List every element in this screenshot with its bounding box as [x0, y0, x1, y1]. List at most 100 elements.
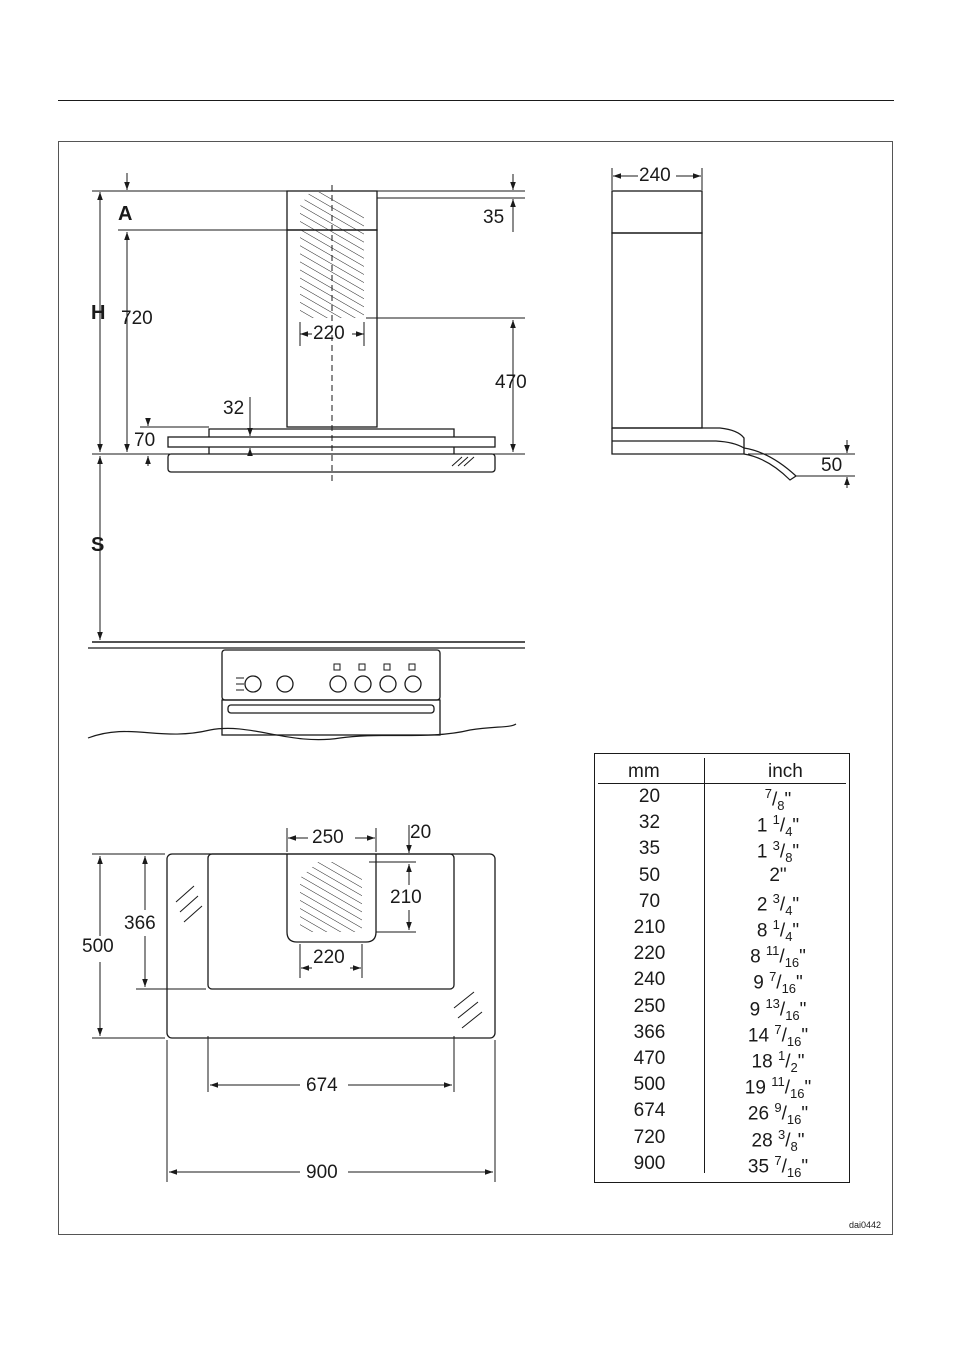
dim-220-front: 220: [313, 324, 345, 344]
inch-whole: 28: [752, 1130, 773, 1151]
cell-inch: 35 7/16": [705, 1153, 851, 1180]
table-row: 50019 11/16": [595, 1072, 851, 1098]
cell-mm: 470: [595, 1048, 704, 1070]
dim-240: 240: [639, 166, 671, 186]
cell-mm: 35: [595, 838, 704, 860]
dim-720: 720: [121, 309, 153, 329]
inch-whole: 35: [748, 1156, 769, 1177]
inch-numerator: 1: [773, 917, 780, 932]
inch-numerator: 1: [778, 1048, 785, 1063]
cell-mm: 32: [595, 812, 704, 834]
cell-inch: 18 1/2": [705, 1048, 851, 1075]
dim-470: 470: [495, 373, 527, 393]
cell-mm: 720: [595, 1127, 704, 1149]
cell-inch: 1 3/8": [705, 838, 851, 865]
cell-inch: 8 11/16": [705, 943, 851, 970]
inch-numerator: 13: [765, 996, 779, 1011]
inch-whole: 26: [748, 1104, 769, 1125]
inch-whole: 19: [745, 1078, 766, 1099]
cooker-illustration: [88, 648, 525, 740]
cell-mm: 900: [595, 1153, 704, 1175]
cell-inch: 9 7/16": [705, 969, 851, 996]
cell-inch: 2 3/4": [705, 891, 851, 918]
cell-inch: 26 9/16": [705, 1100, 851, 1127]
dim-50: 50: [821, 456, 842, 476]
inch-numerator: 7: [769, 969, 776, 984]
inch-numerator: 11: [771, 1074, 785, 1089]
dim-500: 500: [82, 937, 114, 957]
inch-numerator: 3: [778, 1127, 785, 1142]
inch-whole: 1: [757, 842, 768, 863]
inch-numerator: 11: [766, 943, 780, 958]
cell-mm: 366: [595, 1022, 704, 1044]
dim-32: 32: [223, 399, 244, 419]
cell-mm: 250: [595, 996, 704, 1018]
inch-numerator: 1: [773, 812, 780, 827]
inch-whole: 14: [748, 1025, 769, 1046]
dim-220-top: 220: [313, 948, 345, 968]
inch-whole: 9: [750, 999, 761, 1020]
cell-mm: 674: [595, 1100, 704, 1122]
dim-70: 70: [134, 431, 155, 451]
dim-35: 35: [483, 208, 504, 228]
cell-inch: 28 3/8": [705, 1127, 851, 1154]
inch-numerator: 7: [765, 786, 772, 801]
dim-674: 674: [306, 1076, 338, 1096]
inch-numerator: 7: [774, 1022, 781, 1037]
dim-900: 900: [306, 1163, 338, 1183]
cell-inch: 2": [705, 865, 851, 887]
inch-numerator: 9: [774, 1100, 781, 1115]
cell-inch: 1 1/4": [705, 812, 851, 839]
label-A: A: [118, 204, 132, 224]
cell-mm: 500: [595, 1074, 704, 1096]
side-view-hood: [612, 191, 796, 480]
cell-inch: 7/8": [705, 786, 851, 813]
table-row: 20 7/8": [595, 784, 851, 810]
cell-inch: 19 11/16": [705, 1074, 851, 1101]
dim-210: 210: [390, 888, 422, 908]
table-header: mm inch: [598, 757, 846, 784]
inch-whole: 9: [753, 973, 764, 994]
inch-numerator: 3: [773, 891, 780, 906]
label-S: S: [91, 535, 104, 555]
inch-whole: 2: [757, 894, 768, 915]
header-inch: inch: [768, 761, 803, 783]
cell-inch: 14 7/16": [705, 1022, 851, 1049]
header-mm: mm: [628, 761, 660, 783]
dim-366: 366: [124, 914, 156, 934]
inch-whole: 18: [752, 1051, 773, 1072]
inch-whole: 2: [769, 865, 780, 886]
cell-inch: 9 13/16": [705, 996, 851, 1023]
cell-mm: 210: [595, 917, 704, 939]
inch-numerator: 7: [774, 1153, 781, 1168]
inch-numerator: 3: [773, 838, 780, 853]
inch-whole: 1: [757, 816, 768, 837]
inch-whole: 8: [750, 947, 761, 968]
inch-whole: 8: [757, 920, 768, 941]
cell-mm: 240: [595, 969, 704, 991]
cell-inch: 8 1/4": [705, 917, 851, 944]
reference-code: dai0442: [849, 1220, 881, 1230]
cell-mm: 70: [595, 891, 704, 913]
dim-250: 250: [312, 828, 344, 848]
table-row: 2108 1/4": [595, 915, 851, 941]
cell-mm: 50: [595, 865, 704, 887]
inch-denominator: 16: [787, 1165, 801, 1180]
dim-20: 20: [410, 823, 431, 843]
cell-mm: 20: [595, 786, 704, 808]
label-H: H: [91, 303, 105, 323]
cell-mm: 220: [595, 943, 704, 965]
